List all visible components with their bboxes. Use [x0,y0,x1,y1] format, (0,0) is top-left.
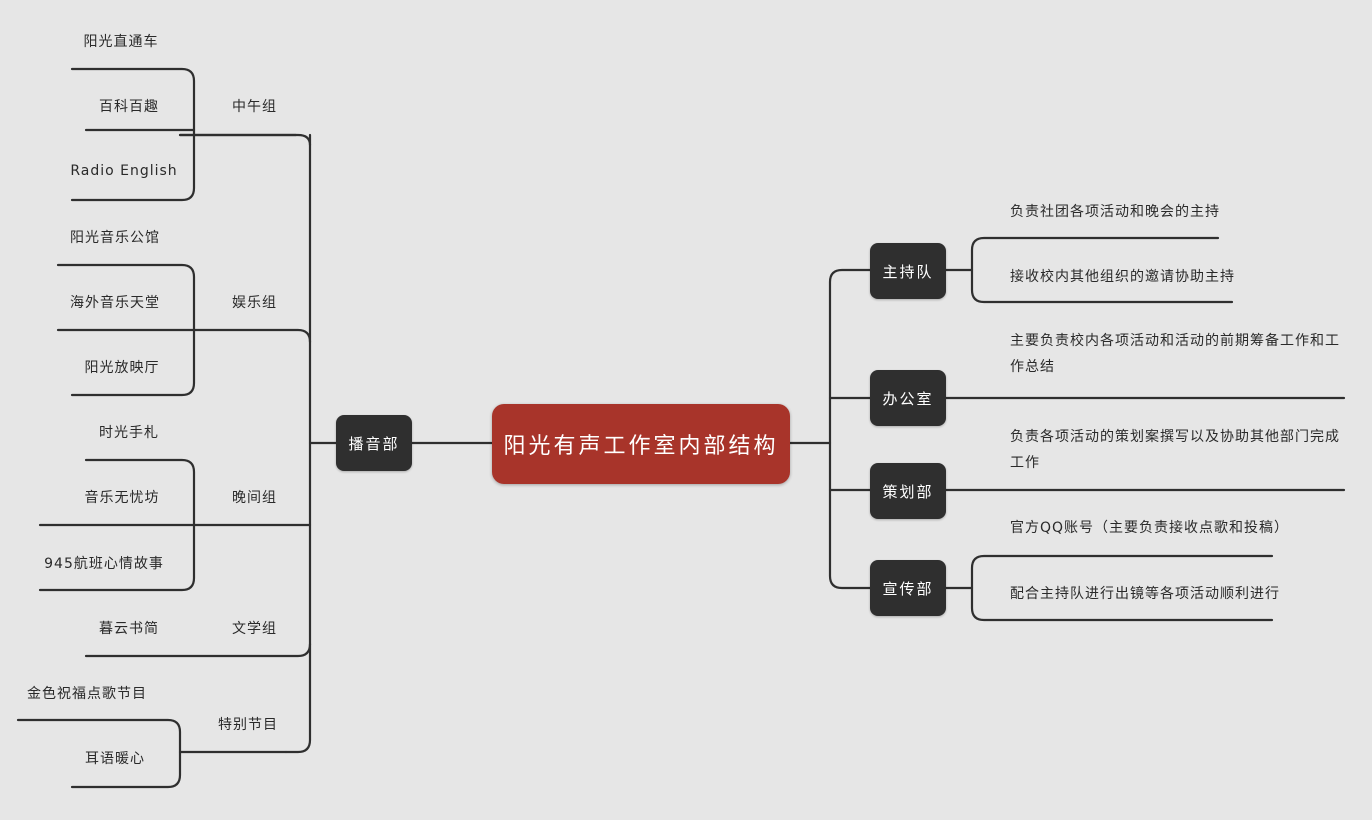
leaf-cinema[interactable]: 阳光放映厅 [84,360,160,376]
connector-right-trunk [828,268,872,590]
node-office[interactable]: 办公室 [870,370,946,426]
connector-r4-bracket [970,554,1274,622]
group-label-literature[interactable]: 文学组 [232,621,277,637]
leaf-planning-duty[interactable]: 负责各项活动的策划案撰写以及协助其他部门完成工作 [1010,429,1340,471]
group-label-special[interactable]: 特别节目 [218,717,278,733]
leaf-radio-english[interactable]: Radio English [70,163,178,179]
node-publicity[interactable]: 宣传部 [870,560,946,616]
leaf-encyclopedia-fun[interactable]: 百科百趣 [99,99,159,115]
node-broadcast-dept[interactable]: 播音部 [336,415,412,471]
leaf-publicity-duty-2[interactable]: 配合主持队进行出镜等各项活动顺利进行 [1010,586,1280,602]
node-host-team-label: 主持队 [882,262,934,281]
node-publicity-label: 宣传部 [882,579,934,598]
connector-bracket-1 [70,67,196,202]
connector-bracket-3 [38,458,196,592]
connector-r1-bracket [970,236,1234,304]
connector-group-4 [84,642,312,658]
leaf-sunshine-express[interactable]: 阳光直通车 [83,34,159,50]
node-planning[interactable]: 策划部 [870,463,946,519]
root-node[interactable]: 阳光有声工作室内部结构 [492,404,790,484]
leaf-host-duty-2[interactable]: 接收校内其他组织的邀请协助主持 [1010,269,1235,285]
leaf-dusk-letters[interactable]: 暮云书简 [99,621,159,637]
root-label: 阳光有声工作室内部结构 [503,434,779,459]
leaf-office-duty[interactable]: 主要负责校内各项活动和活动的前期筹备工作和工作总结 [1010,333,1340,375]
leaf-publicity-duty-1[interactable]: 官方QQ账号（主要负责接收点歌和投稿） [1010,520,1290,536]
leaf-golden-wishes[interactable]: 金色祝福点歌节目 [27,686,147,702]
leaf-time-notes[interactable]: 时光手札 [99,425,159,441]
node-broadcast-dept-label: 播音部 [348,434,400,453]
leaf-music-hall[interactable]: 阳光音乐公馆 [70,230,160,246]
node-planning-label: 策划部 [882,482,934,501]
leaf-carefree-music[interactable]: 音乐无忧坊 [84,490,160,506]
leaf-host-duty-1[interactable]: 负责社团各项活动和晚会的主持 [1010,204,1220,220]
connector-bracket-2 [56,263,196,397]
group-label-entertainment[interactable]: 娱乐组 [232,295,277,311]
leaf-overseas-music[interactable]: 海外音乐天堂 [70,295,160,311]
group-label-evening[interactable]: 晚间组 [232,490,277,506]
connector-bracket-5 [16,718,182,789]
connector-group-2 [56,328,312,344]
group-label-noon[interactable]: 中午组 [232,99,277,115]
connector-left-trunk [284,133,312,754]
node-host-team[interactable]: 主持队 [870,243,946,299]
node-office-label: 办公室 [882,389,934,408]
leaf-whisper-warmth[interactable]: 耳语暖心 [85,751,145,767]
connector-left-top [178,133,312,147]
leaf-flight-stories[interactable]: 945航班心情故事 [44,556,164,572]
